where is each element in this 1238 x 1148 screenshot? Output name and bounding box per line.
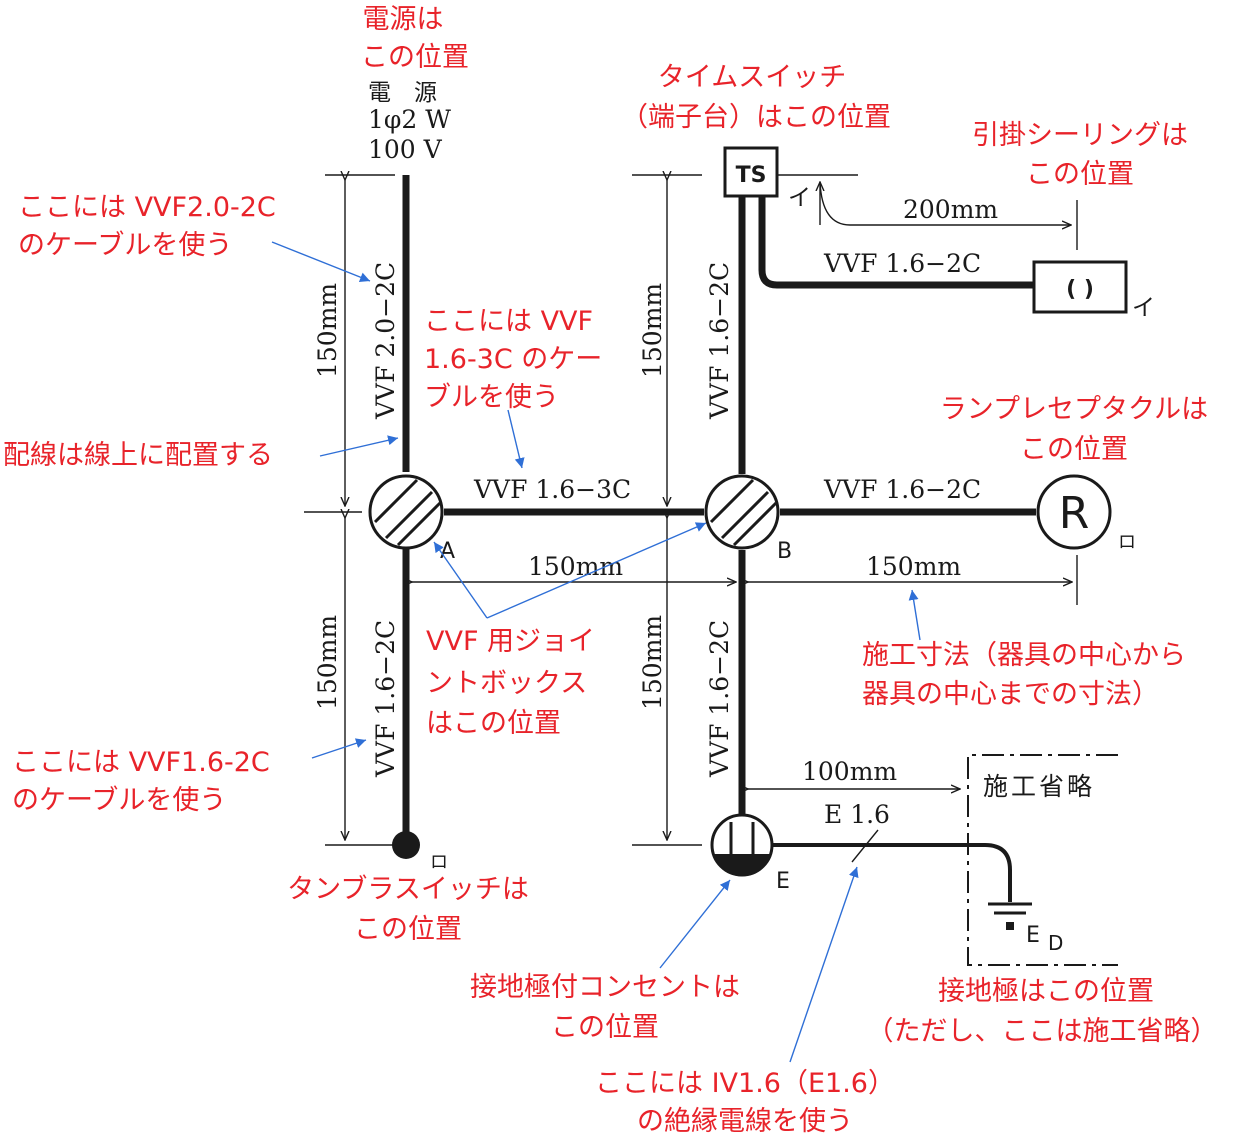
svg-text:この位置: この位置 xyxy=(551,1012,659,1043)
svg-text:の絶縁電線を使う: の絶縁電線を使う xyxy=(637,1106,853,1137)
svg-text:（端子台）はこの位置: （端子台）はこの位置 xyxy=(621,102,891,133)
svg-text:100 V: 100 V xyxy=(368,135,443,164)
outlet-e-label: E xyxy=(776,869,790,894)
omitted-label: 施工省略 xyxy=(983,772,1095,801)
cable-label-vvf16-lamp: VVF 1.6−2C xyxy=(823,475,981,504)
dim-label-left-lower: 150mm xyxy=(313,615,342,710)
lamp-receptacle-label: R xyxy=(1059,488,1090,539)
svg-text:この位置: この位置 xyxy=(361,42,469,73)
svg-text:この位置: この位置 xyxy=(1020,434,1128,465)
svg-text:電源は: 電源は xyxy=(363,4,444,35)
mark-ro-lamp: ロ xyxy=(1118,532,1136,553)
svg-text:1φ2 W: 1φ2 W xyxy=(368,105,451,134)
svg-text:はこの位置: はこの位置 xyxy=(426,708,561,739)
wires xyxy=(402,175,1036,902)
dim-label-left-upper: 150mm xyxy=(313,283,342,378)
power-label: 電 源 1φ2 W 100 V xyxy=(368,80,451,164)
note-ground: 接地極はこの位置 （ただし、ここは施工省略） xyxy=(867,976,1218,1047)
svg-text:ここには VVF1.6-2C: ここには VVF1.6-2C xyxy=(12,747,270,778)
note-lamp: ランプレセプタクルは この位置 xyxy=(940,394,1208,465)
hook-ceiling: ( ) xyxy=(1032,260,1128,314)
time-switch: TS xyxy=(723,146,779,198)
svg-text:電 源: 電 源 xyxy=(368,80,437,106)
svg-text:接地極付コンセントは: 接地極付コンセントは xyxy=(470,972,740,1003)
svg-text:接地極はこの位置: 接地極はこの位置 xyxy=(938,976,1154,1007)
cable-label-vvf16-outlet: VVF 1.6−2C xyxy=(705,620,734,778)
svg-text:タイムスイッチ: タイムスイッチ xyxy=(658,62,846,93)
dim-label-mid-upper: 150mm xyxy=(638,283,667,378)
svg-text:ここには VVF2.0-2C: ここには VVF2.0-2C xyxy=(18,192,276,223)
svg-text:VVF 用ジョイ: VVF 用ジョイ xyxy=(426,626,595,657)
cable-label-vvf16-3c: VVF 1.6−3C xyxy=(473,475,631,504)
note-vvf20: ここには VVF2.0-2C のケーブルを使う xyxy=(18,192,276,261)
dim-label-150-blamp: 150mm xyxy=(866,552,961,581)
note-junction-box: VVF 用ジョイ ントボックス はこの位置 xyxy=(426,626,595,739)
cable-label-vvf16-left-lower: VVF 1.6−2C xyxy=(371,620,400,778)
note-ceiling: 引掛シーリングは この位置 xyxy=(972,120,1188,190)
ground-e-label: E xyxy=(1026,923,1040,948)
dim-label-100: 100mm xyxy=(802,757,897,786)
svg-text:のケーブルを使う: のケーブルを使う xyxy=(12,785,226,816)
hook-ceiling-label: ( ) xyxy=(1066,277,1094,302)
note-dimension: 施工寸法（器具の中心から 器具の中心までの寸法） xyxy=(862,640,1186,710)
junction-box-a xyxy=(368,474,444,550)
cable-label-vvf16-ts: VVF 1.6−2C xyxy=(705,262,734,420)
cable-label-vvf16-ceiling: VVF 1.6−2C xyxy=(823,249,981,278)
note-outlet: 接地極付コンセントは この位置 xyxy=(470,972,740,1043)
leader-arrows xyxy=(271,241,921,1063)
svg-text:（ただし、ここは施工省略）: （ただし、ここは施工省略） xyxy=(867,1016,1218,1047)
tumbler-switch xyxy=(392,831,420,859)
svg-text:施工寸法（器具の中心から: 施工寸法（器具の中心から xyxy=(862,640,1186,671)
note-power: 電源は この位置 xyxy=(361,4,469,73)
box-b-label: B xyxy=(777,539,792,564)
note-tumbler-switch: タンブラスイッチは この位置 xyxy=(287,874,529,945)
ground-d-label: D xyxy=(1048,931,1063,955)
mark-i-ts: イ xyxy=(788,185,811,211)
note-vvf16: ここには VVF1.6-2C のケーブルを使う xyxy=(12,747,270,816)
svg-text:この位置: この位置 xyxy=(1026,159,1134,190)
dim-label-mid-lower: 150mm xyxy=(638,615,667,710)
svg-text:タンブラスイッチは: タンブラスイッチは xyxy=(287,874,529,905)
wire-ground xyxy=(772,843,1012,902)
time-switch-label: TS xyxy=(736,163,767,188)
svg-text:1.6-3C のケー: 1.6-3C のケー xyxy=(424,344,602,375)
note-iv: ここには IV1.6（E1.6） の絶縁電線を使う xyxy=(595,1068,895,1137)
note-time-switch: タイムスイッチ （端子台）はこの位置 xyxy=(621,62,891,133)
grounded-outlet xyxy=(710,813,774,877)
svg-text:ここには IV1.6（E1.6）: ここには IV1.6（E1.6） xyxy=(595,1068,895,1099)
lamp-receptacle: R xyxy=(1036,474,1112,550)
omitted-area-border xyxy=(967,754,1118,966)
svg-text:この位置: この位置 xyxy=(354,914,462,945)
svg-text:ブルを使う: ブルを使う xyxy=(424,382,559,413)
cable-label-e16: E 1.6 xyxy=(824,800,890,829)
ground-electrode-icon xyxy=(988,902,1032,930)
junction-box-b xyxy=(704,474,780,550)
svg-text:ントボックス: ントボックス xyxy=(426,668,587,699)
svg-text:ここには VVF: ここには VVF xyxy=(424,306,593,337)
svg-text:引掛シーリングは: 引掛シーリングは xyxy=(972,120,1188,151)
cable-label-vvf20: VVF 2.0−2C xyxy=(371,262,400,420)
dimension-lines xyxy=(304,175,1078,863)
wire-ts-to-ceiling xyxy=(758,196,1034,289)
note-vvf3c: ここには VVF 1.6-3C のケー ブルを使う xyxy=(424,306,602,413)
svg-text:ランプレセプタクルは: ランプレセプタクルは xyxy=(940,394,1208,425)
mark-ro-switch: ロ xyxy=(430,852,448,873)
svg-text:器具の中心までの寸法）: 器具の中心までの寸法） xyxy=(862,679,1159,710)
dim-label-200: 200mm xyxy=(903,195,998,224)
mark-i-ceiling: イ xyxy=(1132,295,1155,321)
dim-label-150-ab: 150mm xyxy=(528,552,623,581)
svg-text:のケーブルを使う: のケーブルを使う xyxy=(18,230,232,261)
note-wiring: 配線は線上に配置する xyxy=(3,440,273,471)
